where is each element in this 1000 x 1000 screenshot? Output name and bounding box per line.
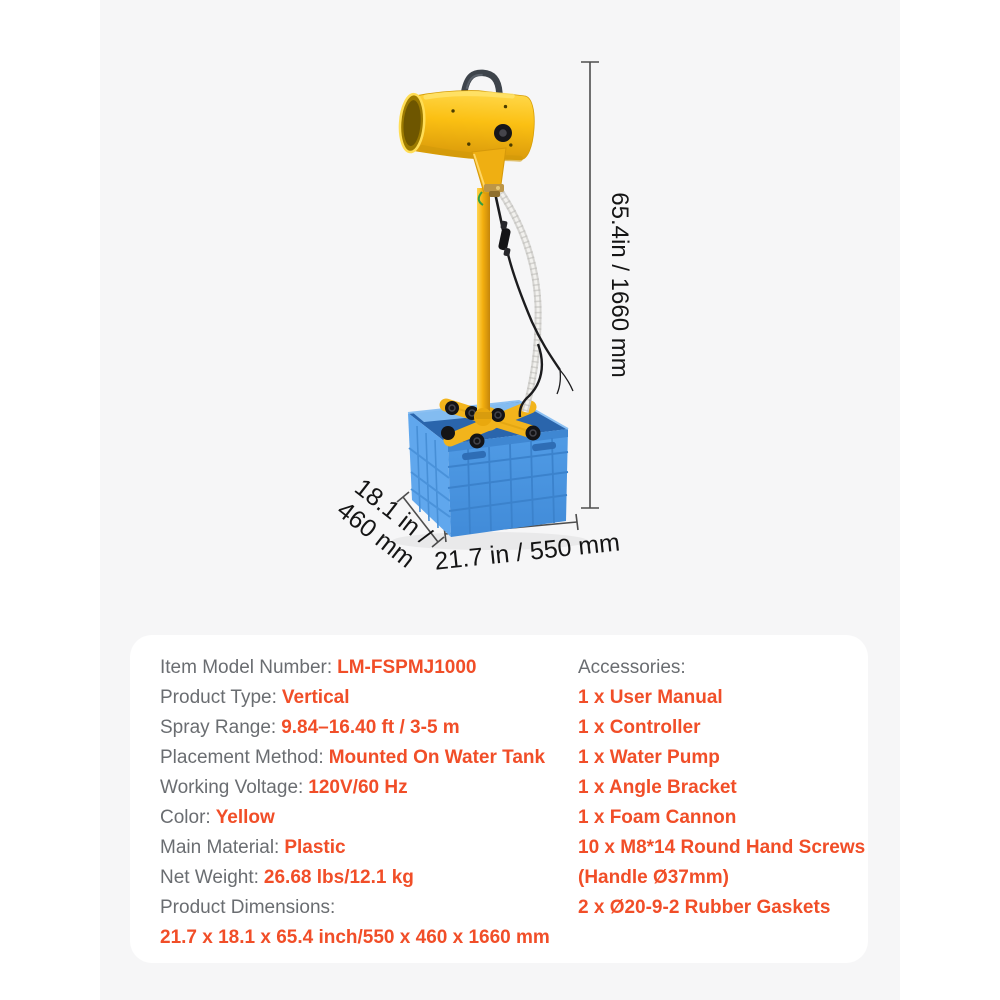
- spec-row: 21.7 x 18.1 x 65.4 inch/550 x 460 x 1660…: [160, 923, 590, 953]
- spec-label: Item Model Number:: [160, 657, 333, 678]
- spec-value: 120V/60 Hz: [308, 777, 408, 798]
- spec-row: (Handle Ø37mm): [578, 863, 858, 893]
- spec-value: 1 x Foam Cannon: [578, 807, 737, 828]
- spec-row: Main Material:Plastic: [160, 833, 590, 863]
- spec-row: Net Weight:26.68 lbs/12.1 kg: [160, 863, 590, 893]
- height-dimension: [581, 61, 599, 509]
- spec-value: 10 x M8*14 Round Hand Screws: [578, 837, 866, 858]
- spec-value: 1 x Controller: [578, 717, 701, 738]
- spec-row: 10 x M8*14 Round Hand Screws: [578, 833, 865, 863]
- spec-value: 1 x Water Pump: [578, 747, 720, 768]
- spec-row: 1 x Foam Cannon: [578, 803, 858, 833]
- power-cable: [492, 187, 574, 418]
- bracket-hand-screws: [441, 401, 541, 449]
- spec-value: 2 x Ø20-9-2 Rubber Gaskets: [578, 897, 831, 918]
- spec-panel: Item Model Number:LM-FSPMJ1000 Product T…: [130, 635, 868, 963]
- body-screws: [451, 104, 513, 147]
- spec-value: 1 x Angle Bracket: [578, 777, 737, 798]
- spec-value: Plastic: [284, 837, 346, 858]
- spec-value: (Handle Ø37mm): [578, 867, 729, 888]
- spec-row: Placement Method:Mounted On Water Tank: [160, 743, 590, 773]
- spec-value: Vertical: [281, 687, 350, 708]
- spec-row: Accessories:: [578, 653, 858, 683]
- support-pole: [474, 188, 492, 426]
- spec-value: 1 x User Manual: [578, 687, 723, 708]
- depth-dimension: [396, 491, 445, 548]
- cannon-nozzle-opening: [398, 92, 426, 154]
- spec-row: 1 x User Manual: [578, 683, 858, 713]
- height-dimension-label: 65.4in / 1660 mm: [606, 192, 633, 377]
- spec-label: Spray Range:: [160, 717, 277, 738]
- spec-value: 26.68 lbs/12.1 kg: [263, 867, 414, 888]
- spec-row: Item Model Number:LM-FSPMJ1000: [160, 653, 590, 683]
- product-photo: 65.4in / 1660 mm 21.7 in / 550 mm 18.1 i…: [332, 61, 633, 576]
- spec-label: Product Type:: [160, 687, 277, 708]
- spec-column-left: Item Model Number:LM-FSPMJ1000 Product T…: [160, 653, 590, 953]
- spec-row: Product Type:Vertical: [160, 683, 590, 713]
- foam-cannon: [398, 69, 535, 162]
- valve-fitting: [484, 184, 504, 192]
- spec-label: Net Weight:: [160, 867, 259, 888]
- wire: [477, 191, 484, 206]
- spec-label: Color:: [160, 807, 211, 828]
- spec-row: Spray Range:9.84–16.40 ft / 3-5 m: [160, 713, 590, 743]
- spec-value: 9.84–16.40 ft / 3-5 m: [281, 717, 460, 738]
- spec-label: Placement Method:: [160, 747, 324, 768]
- spec-row: 2 x Ø20-9-2 Rubber Gaskets: [578, 893, 858, 923]
- spec-label: Accessories:: [578, 657, 686, 678]
- spec-label: Working Voltage:: [160, 777, 304, 798]
- spec-label: Main Material:: [160, 837, 280, 858]
- spec-row: 1 x Controller: [578, 713, 858, 743]
- spec-row: Product Dimensions:: [160, 893, 590, 923]
- spec-value: Yellow: [215, 807, 275, 828]
- spec-label: Product Dimensions:: [160, 897, 336, 918]
- spec-row: Working Voltage:120V/60 Hz: [160, 773, 590, 803]
- carry-handle: [461, 69, 503, 97]
- spec-row: 1 x Water Pump: [578, 743, 858, 773]
- product-image-stage: 65.4in / 1660 mm 21.7 in / 550 mm 18.1 i…: [100, 0, 900, 1000]
- spec-value: 21.7 x 18.1 x 65.4 inch/550 x 460 x 1660…: [160, 927, 550, 948]
- spec-row: Color:Yellow: [160, 803, 590, 833]
- fork-bracket: [471, 124, 512, 206]
- spec-column-right: Accessories: 1 x User Manual 1 x Control…: [578, 653, 865, 923]
- spec-value: Mounted On Water Tank: [328, 747, 546, 768]
- spec-value: LM-FSPMJ1000: [337, 657, 477, 678]
- suction-tube: [495, 186, 542, 413]
- spec-row: 1 x Angle Bracket: [578, 773, 858, 803]
